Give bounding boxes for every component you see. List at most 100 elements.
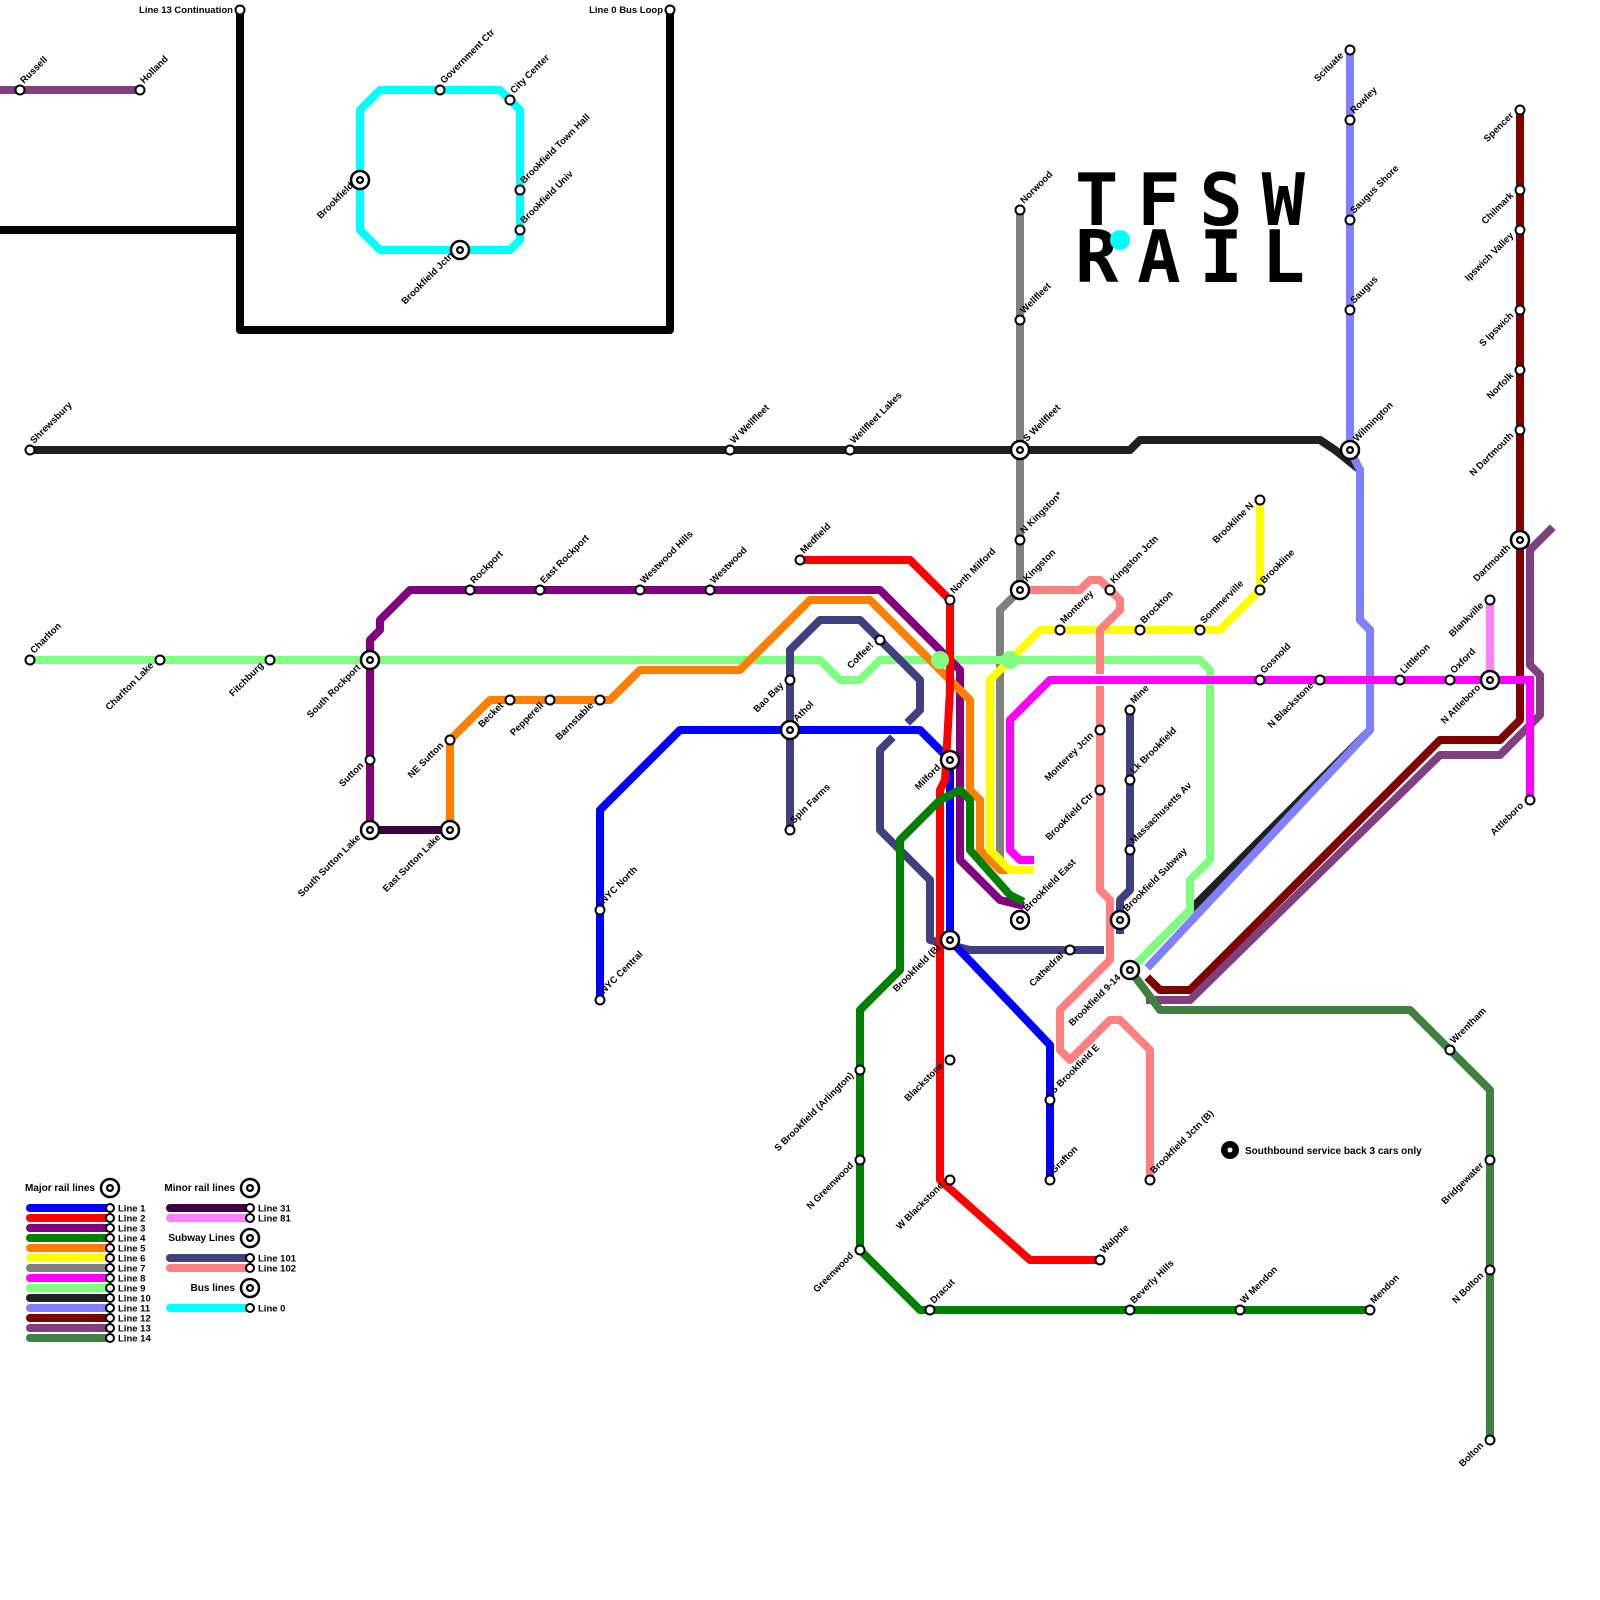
legend-label: Line 81 (258, 1214, 291, 1225)
station-city-center[interactable]: City Center (504, 52, 553, 106)
station-kingston-jctn[interactable]: Kingston Jctn (1104, 533, 1162, 596)
legend-label: Line 6 (118, 1254, 145, 1265)
station-norwood[interactable]: Norwood (1014, 169, 1056, 216)
station-mine[interactable]: Mine (1124, 683, 1152, 716)
line-14 (1124, 964, 1494, 1444)
station-mendon[interactable]: Mendon (1364, 1272, 1403, 1316)
station-south-sutton-lake[interactable]: South Sutton Lake (296, 819, 381, 899)
line-13-east (1146, 524, 1556, 1004)
svg-text:Lk Brookfield: Lk Brookfield (1128, 725, 1179, 776)
svg-text:East Rockport: East Rockport (538, 532, 592, 586)
legend-label: Line 3 (118, 1224, 145, 1235)
station-line13-continuation[interactable]: Line 13 Continuation (139, 4, 246, 16)
station-brookfield-jctn-b[interactable]: Brookfield Jctn (B) (1144, 1108, 1217, 1186)
svg-text:W Mendon: W Mendon (1238, 1264, 1280, 1306)
svg-text:Norfolk: Norfolk (1485, 370, 1517, 402)
legend-entry: Line 4 (26, 1233, 146, 1245)
legend-entry: Line 101 (166, 1253, 297, 1265)
legend-entry: Line 31 (166, 1203, 291, 1215)
legend-entry: Line 7 (26, 1263, 145, 1275)
svg-text:Bao Bay: Bao Bay (751, 680, 786, 715)
logo-line-2: RAIL (1075, 215, 1305, 299)
svg-text:Spin Farms: Spin Farms (788, 782, 832, 826)
svg-text:South Rockport: South Rockport (305, 662, 364, 721)
legend-station-icon (105, 1243, 115, 1253)
station-westwood-hills[interactable]: Westwood Hills (634, 529, 696, 596)
service-note: Southbound service back 3 cars only (1221, 1141, 1422, 1159)
station-holland[interactable]: Holland (134, 54, 171, 96)
station-government-ctr[interactable]: Government Ctr (434, 27, 498, 96)
station-s-brookfield-arlington[interactable]: S Brookfield (Arlington) (773, 1064, 866, 1154)
legend-entry: Line 2 (26, 1213, 145, 1225)
station-attleboro[interactable]: Attleboro (1488, 794, 1536, 838)
legend-entry: Line 5 (26, 1243, 146, 1255)
legend-label: Line 0 (258, 1304, 285, 1315)
legend-station-icon (105, 1283, 115, 1293)
station-brookfield-ctr[interactable]: Brookfield Ctr (1044, 784, 1106, 843)
legend-entry: Line 9 (26, 1283, 145, 1295)
svg-text:North Milford: North Milford (948, 546, 998, 596)
legend-station-icon (105, 1313, 115, 1323)
legend-station-icon (245, 1253, 255, 1263)
legend-entry: Line 13 (26, 1323, 151, 1335)
note-bullet-icon-center (1227, 1147, 1233, 1153)
station-line0-bus-loop[interactable]: Line 0 Bus Loop (589, 4, 676, 16)
svg-text:Rockport: Rockport (468, 548, 506, 586)
svg-text:Brockton: Brockton (1138, 589, 1175, 626)
legend-entry: Line 81 (166, 1213, 291, 1225)
legend-label: Line 10 (118, 1294, 151, 1305)
svg-text:Walpole: Walpole (1098, 1223, 1131, 1256)
station-n-greenwood[interactable]: N Greenwood (805, 1154, 866, 1212)
svg-text:Westwood: Westwood (708, 545, 749, 586)
legend-station-icon (245, 1303, 255, 1313)
svg-text:Wrentham: Wrentham (1448, 1006, 1489, 1047)
svg-text:Norwood: Norwood (1018, 169, 1055, 206)
line-6 (986, 496, 1264, 874)
legend-label: Line 8 (118, 1274, 145, 1285)
legend-station-icon (245, 1213, 255, 1223)
svg-text:Mendon: Mendon (1368, 1272, 1402, 1306)
legend-label: Line 31 (258, 1204, 291, 1215)
station-blackstone[interactable]: Blackstone (903, 1054, 956, 1104)
line-4 (856, 786, 1374, 1314)
station-wellfleet-lakes[interactable]: Wellfleet Lakes (844, 390, 905, 456)
logo-dot-icon (1110, 230, 1130, 250)
legend-entry: Line 0 (166, 1303, 285, 1315)
legend-entry: Line 12 (26, 1313, 151, 1325)
station-east-rockport[interactable]: East Rockport (534, 532, 593, 596)
svg-text:South Sutton Lake: South Sutton Lake (296, 832, 363, 899)
station-bolton[interactable]: Bolton (1457, 1434, 1496, 1470)
line-12 (1144, 106, 1524, 994)
station-walpole[interactable]: Walpole (1094, 1223, 1132, 1266)
station-n-dartmouth[interactable]: N Dartmouth (1468, 424, 1526, 479)
legend-entry: Line 10 (26, 1293, 151, 1305)
legend-station-icon (105, 1263, 115, 1273)
svg-text:Line 13 Continuation: Line 13 Continuation (139, 5, 233, 16)
svg-text:Brookline: Brookline (1258, 547, 1297, 586)
svg-text:Bridgewater: Bridgewater (1440, 1160, 1487, 1207)
station-ipswich-valley[interactable]: Ipswich Valley (1463, 224, 1526, 284)
interchange-dot (931, 651, 949, 669)
svg-text:Westwood Hills: Westwood Hills (638, 529, 695, 586)
svg-text:Brookfield Ctr: Brookfield Ctr (1044, 790, 1097, 843)
station-wrentham[interactable]: Wrentham (1444, 1006, 1489, 1056)
legend-label: Line 4 (118, 1234, 146, 1245)
svg-text:NYC Central: NYC Central (598, 949, 645, 996)
station-massachusetts-av[interactable]: Massachusetts Av (1124, 780, 1195, 856)
station-greenwood[interactable]: Greenwood (811, 1244, 866, 1296)
legend-bus-title: Bus lines (191, 1283, 236, 1294)
svg-text:N Attleboro: N Attleboro (1439, 682, 1483, 726)
station-charlton-lake[interactable]: Charlton Lake (104, 654, 166, 713)
legend-station-icon (105, 1323, 115, 1333)
legend-entry: Line 1 (26, 1203, 146, 1215)
svg-text:Athol: Athol (791, 699, 816, 724)
legend-subway-title: Subway Lines (168, 1233, 235, 1244)
logo: TFSW RAIL (1075, 158, 1306, 299)
line-2 (796, 556, 1104, 1264)
station-north-milford[interactable]: North Milford (944, 546, 999, 606)
svg-text:NE Sutton: NE Sutton (406, 740, 446, 780)
svg-text:S Wellfleet: S Wellfleet (1021, 402, 1063, 444)
station-monterey-jctn[interactable]: Monterey Jctn (1043, 724, 1106, 784)
svg-text:Saugus Shore: Saugus Shore (1348, 163, 1401, 216)
